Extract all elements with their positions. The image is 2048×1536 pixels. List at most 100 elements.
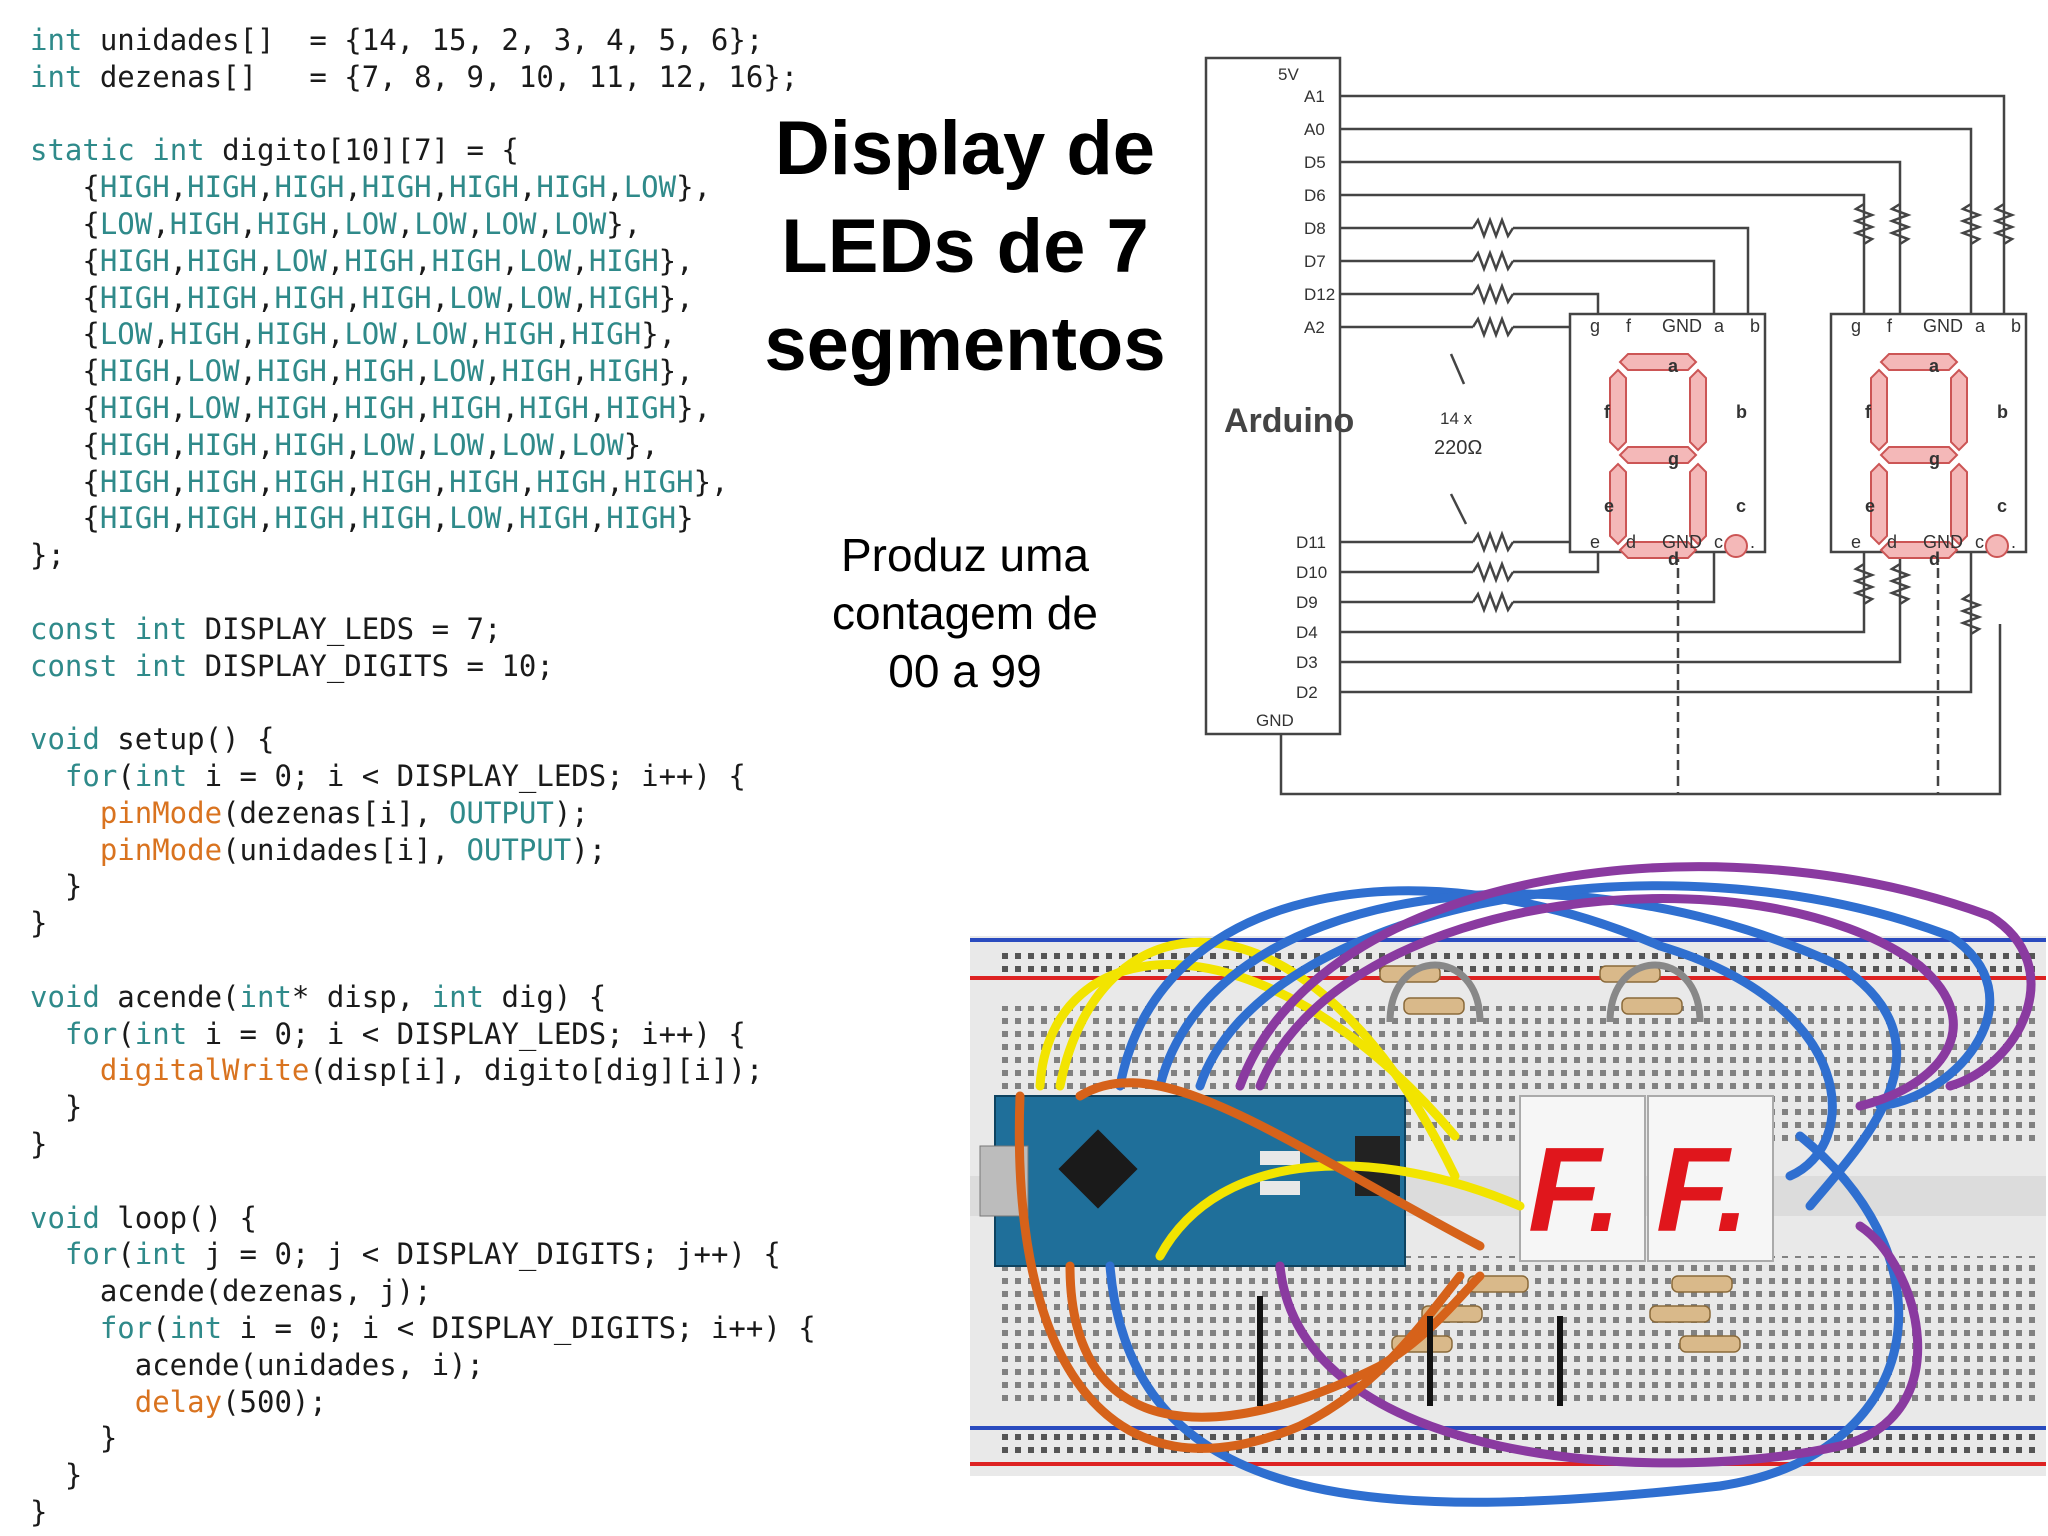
display-right-box (1829, 312, 2028, 554)
arduino-box (1204, 56, 1342, 736)
subtitle-line: Produz uma (840, 529, 1089, 581)
segment-label: a (1668, 356, 1679, 376)
breadboard-display-right: F. (1647, 1095, 1774, 1262)
code-line: } (30, 1421, 118, 1456)
display-pin-label: GND (1923, 532, 1963, 552)
code-line: int dezenas[] = {7, 8, 9, 10, 11, 12, 16… (30, 59, 799, 94)
segment-label: b (1736, 402, 1747, 422)
schematic-pin-label: D8 (1304, 219, 1326, 238)
code-line: {HIGH,LOW,HIGH,HIGH,LOW,HIGH,HIGH}, (30, 354, 694, 389)
display-pin-label: b (1750, 316, 1760, 336)
segment-label: d (1668, 549, 1679, 569)
display-pin-label: e (1590, 532, 1600, 552)
schematic-pin-label: D11 (1296, 533, 1326, 552)
breadboard-display-left: F. (1519, 1095, 1646, 1262)
display-pin-label: f (1626, 316, 1632, 336)
title-line: segmentos (764, 302, 1166, 387)
schematic-pin-label: D10 (1296, 563, 1327, 582)
display-pin-label: c (1975, 532, 1984, 552)
schematic-pin-label: D3 (1296, 653, 1318, 672)
segment-label: d (1929, 549, 1940, 569)
schematic-pin-label: D12 (1304, 285, 1335, 304)
code-line: acende(dezenas, j); (30, 1274, 432, 1309)
arduino-nano (979, 1095, 1406, 1267)
segment-label: g (1929, 449, 1940, 469)
code-line: pinMode(unidades[i], OUTPUT); (99, 832, 607, 867)
code-line: for(int i = 0; i < DISPLAY_DIGITS; i++) … (99, 1311, 816, 1345)
code-line: acende(unidades, i); (30, 1347, 484, 1382)
display-left-box (1568, 312, 1767, 554)
display-pin-label: d (1887, 532, 1897, 552)
segment-label: c (1736, 496, 1746, 516)
display-left-text: F. (1528, 1123, 1621, 1257)
circuit-schematic: 5V GND Arduino 14 x 220Ω A1A0D5D6D8D7D12… (1204, 56, 2028, 796)
code-line: {HIGH,HIGH,HIGH,HIGH,LOW,HIGH,HIGH} (30, 501, 694, 536)
display-pin-label: a (1714, 316, 1725, 336)
display-pin-label: f (1887, 316, 1893, 336)
display-pin-label: b (2011, 316, 2021, 336)
code-line: int unidades[] = {14, 15, 2, 3, 4, 5, 6}… (30, 23, 764, 57)
schematic-digit-right (1870, 353, 2009, 559)
code-listing: int unidades[] = {14, 15, 2, 3, 4, 5, 6}… (30, 22, 816, 1532)
code-line: delay(500); (134, 1384, 327, 1419)
display-pin-label: e (1851, 532, 1861, 552)
code-line: pinMode(dezenas[i], OUTPUT); (99, 795, 589, 830)
display-pin-label: c (1714, 532, 1723, 552)
code-line: {HIGH,LOW,HIGH,HIGH,HIGH,HIGH,HIGH}, (30, 391, 712, 425)
code-line: for(int j = 0; j < DISPLAY_DIGITS; j++) … (64, 1237, 781, 1272)
schematic-pin-label: A0 (1304, 120, 1325, 139)
display-pin-label: GND (1923, 316, 1963, 336)
segment-label: e (1604, 496, 1614, 516)
schematic-pin-label: D4 (1296, 623, 1318, 642)
code-line: for(int i = 0; i < DISPLAY_LEDS; i++) { (64, 1016, 746, 1051)
schematic-digit-left (1609, 353, 1748, 559)
display-pin-label: g (1590, 316, 1600, 336)
segment-label: f (1865, 402, 1872, 422)
code-line: void acende(int* disp, int dig) { (30, 979, 607, 1014)
code-line: {LOW,HIGH,HIGH,LOW,LOW,HIGH,HIGH}, (30, 317, 677, 352)
segment-label: f (1604, 402, 1611, 422)
schematic-pin-label: D2 (1296, 683, 1318, 702)
code-line: {HIGH,HIGH,LOW,HIGH,HIGH,LOW,HIGH}, (30, 243, 694, 278)
segment-label: a (1929, 356, 1940, 376)
schematic-gnd-label: GND (1256, 711, 1294, 730)
code-line: const int DISPLAY_LEDS = 7; (30, 611, 502, 646)
code-line: {HIGH,HIGH,HIGH,HIGH,HIGH,HIGH,HIGH}, (30, 464, 729, 499)
code-line: digitalWrite(disp[i], digito[dig][i]); (99, 1053, 764, 1088)
code-line: } (30, 1458, 83, 1493)
code-line: } (30, 1495, 48, 1529)
title-line: LEDs de 7 (781, 204, 1149, 289)
code-line: }; (30, 538, 65, 573)
schematic-pin-label: D7 (1304, 252, 1326, 271)
code-line: const int DISPLAY_DIGITS = 10; (30, 648, 554, 683)
subtitle-line: contagem de (832, 587, 1098, 639)
page-subtitle: Produz uma contagem de 00 a 99 (780, 526, 1150, 700)
code-line: {HIGH,HIGH,HIGH,HIGH,HIGH,HIGH,LOW}, (30, 170, 712, 205)
resistor-note-value: 220Ω (1434, 437, 1482, 459)
schematic-pin-label: A2 (1304, 318, 1325, 337)
arduino-label: Arduino (1224, 402, 1354, 440)
schematic-pin-label: A1 (1304, 87, 1325, 106)
code-line: } (30, 1127, 48, 1161)
code-line: {LOW,HIGH,HIGH,LOW,LOW,LOW,LOW}, (30, 207, 642, 241)
code-line: {HIGH,HIGH,HIGH,HIGH,LOW,LOW,HIGH}, (30, 280, 694, 315)
code-line: } (30, 1090, 83, 1125)
code-line: void loop() { (30, 1200, 257, 1235)
segment-label: c (1997, 496, 2007, 516)
code-line: } (30, 906, 48, 941)
schematic-pin-label: D6 (1304, 186, 1326, 205)
title-line: Display de (774, 106, 1156, 191)
segment-label: b (1997, 402, 2008, 422)
schematic-pin-label: D5 (1304, 153, 1326, 172)
code-line: void setup() { (30, 722, 275, 757)
page-title: Display de LEDs de 7 segmentos (730, 100, 1200, 394)
display-pin-label: GND (1662, 532, 1702, 552)
code-line: static int digito[10][7] = { (30, 133, 519, 168)
display-right-text: F. (1656, 1123, 1749, 1257)
segment-label: e (1865, 496, 1875, 516)
display-pin-label: . (2011, 532, 2016, 552)
display-pin-label: g (1851, 316, 1861, 336)
subtitle-line: 00 a 99 (888, 645, 1042, 697)
schematic-pin-label: D9 (1296, 593, 1318, 612)
schematic-5v-label: 5V (1278, 65, 1299, 84)
